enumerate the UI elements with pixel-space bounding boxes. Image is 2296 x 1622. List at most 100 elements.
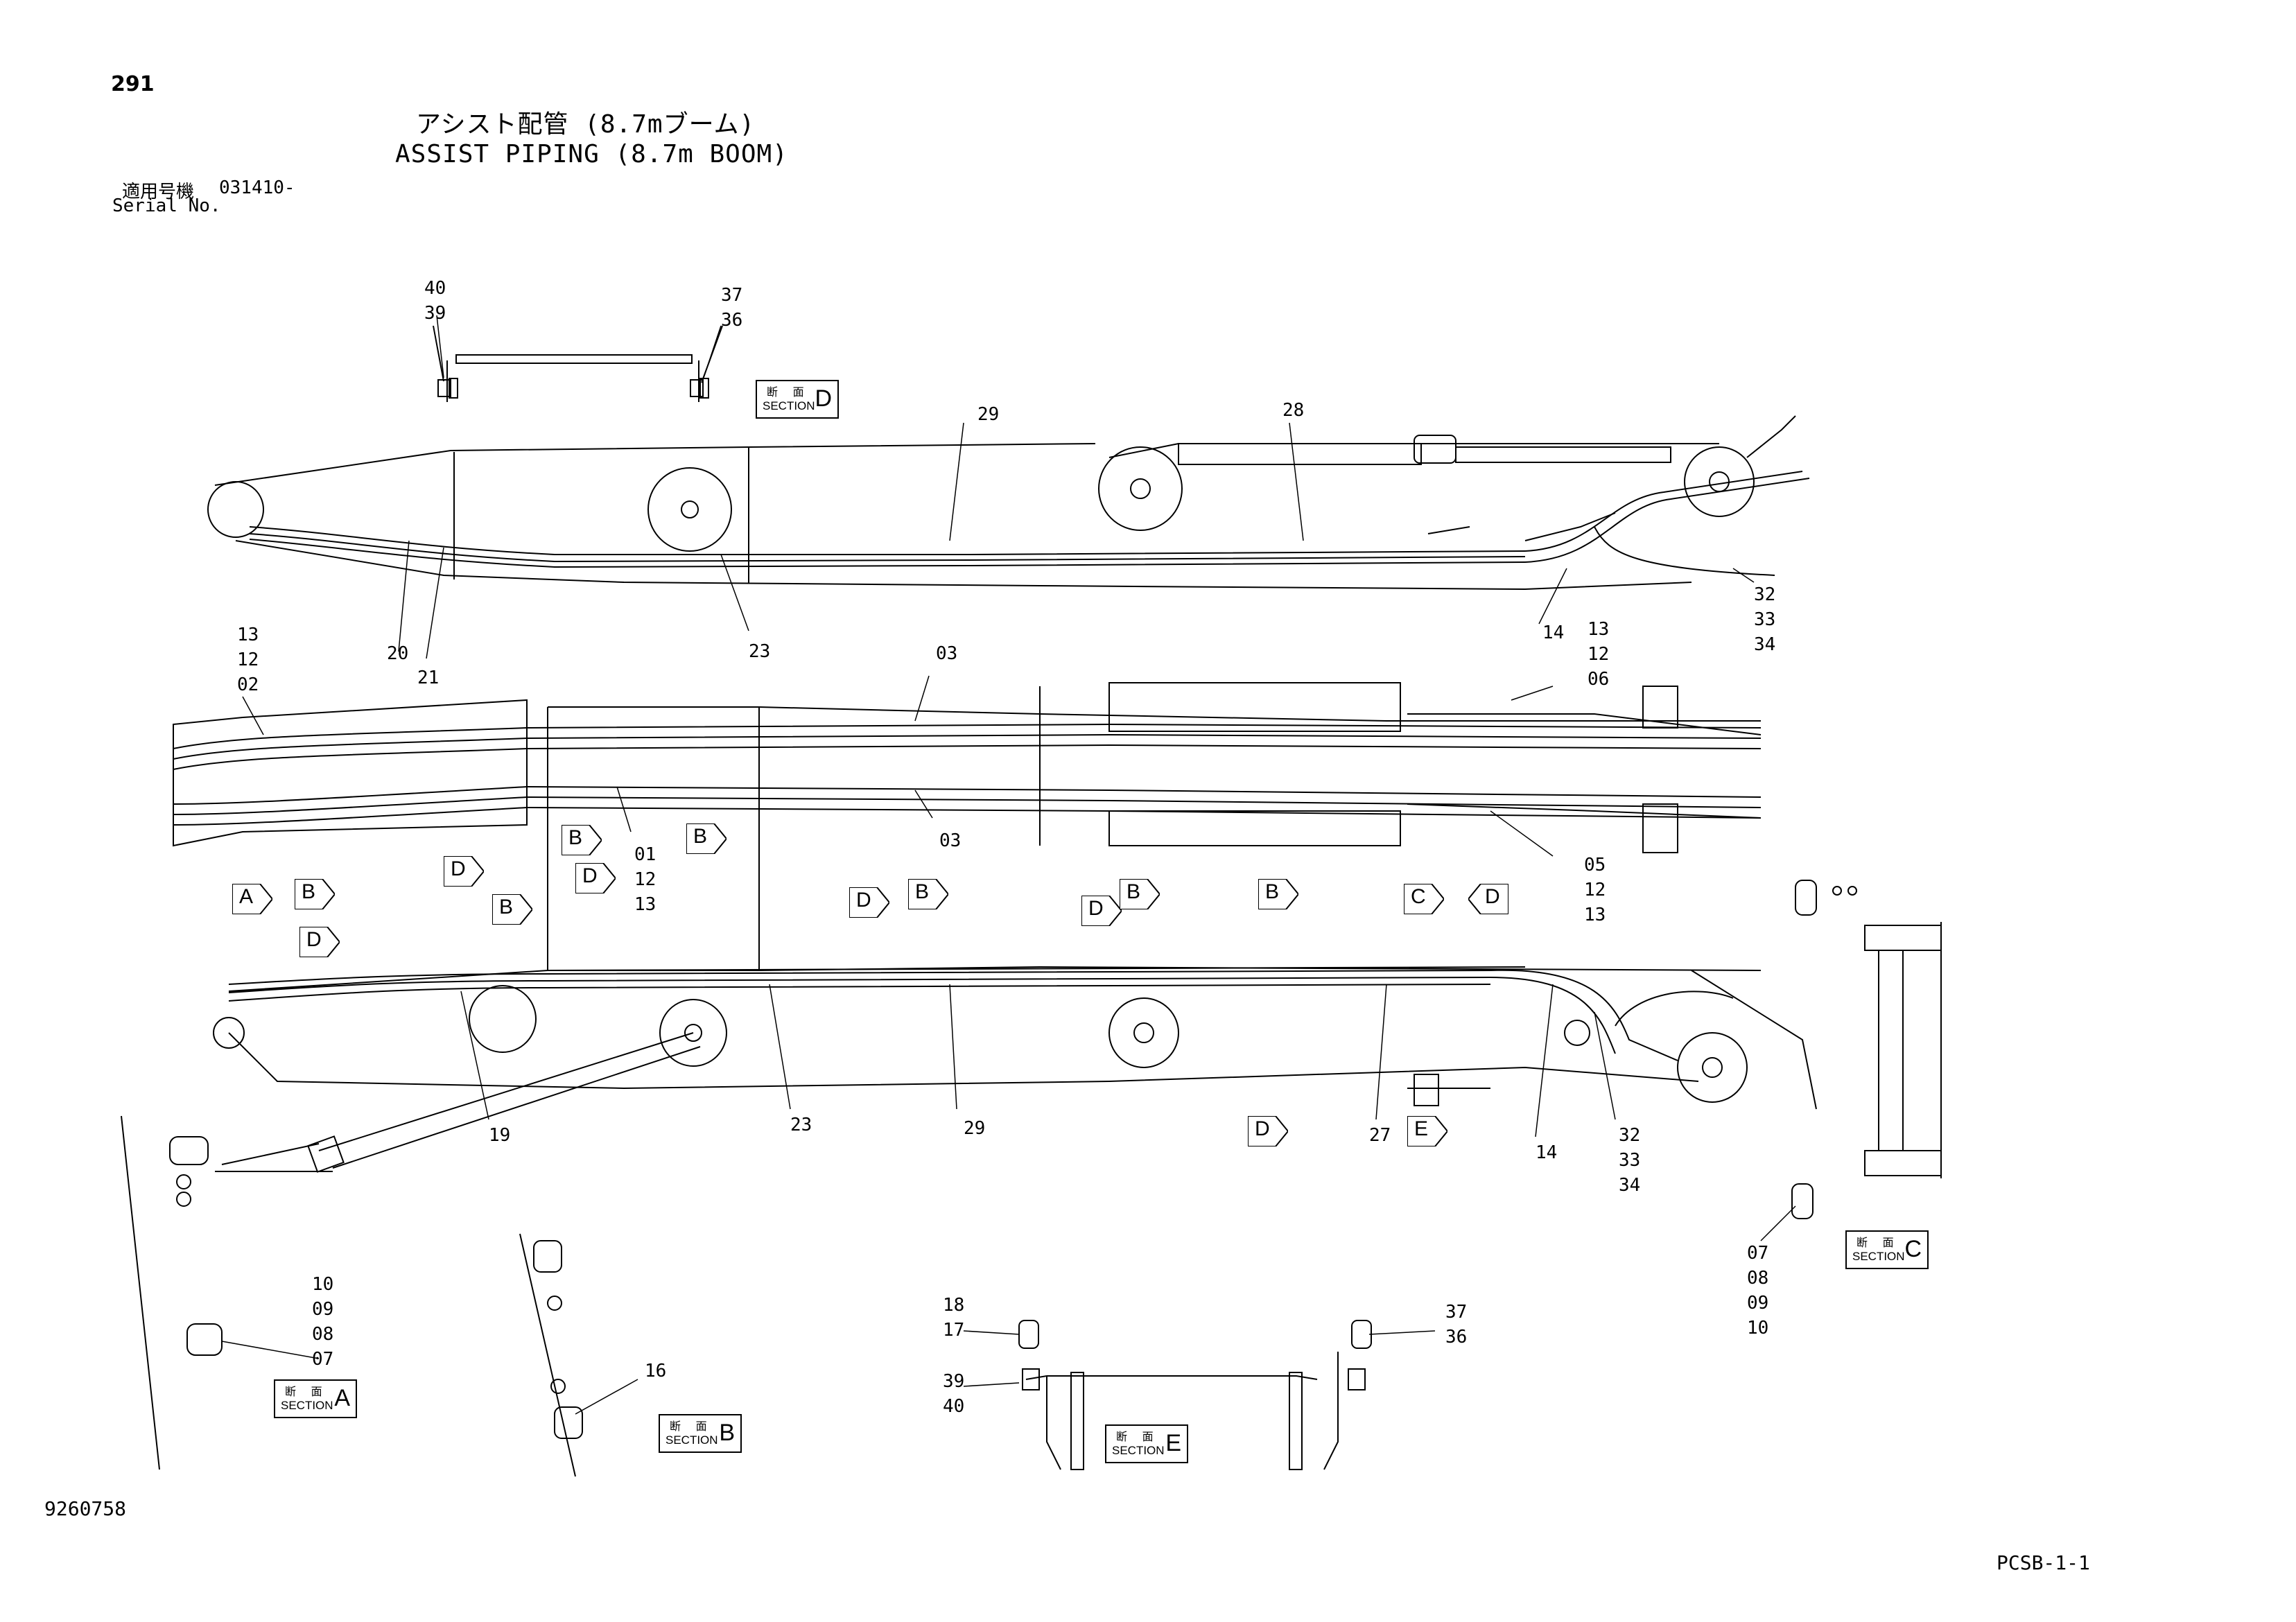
title-japanese: アシスト配管 (8.7mブーム) — [416, 110, 756, 139]
part-number: 13 — [1584, 905, 1606, 925]
part-number: 19 — [489, 1125, 511, 1146]
view-marker-arrow — [1120, 879, 1160, 909]
part-number: 39 — [943, 1371, 965, 1392]
view-marker-letter: D — [306, 928, 322, 951]
section-word-jp: 断 面 — [1856, 1236, 1898, 1249]
view-marker-letter: B — [915, 880, 930, 903]
part-number: 33 — [1754, 609, 1776, 630]
view-marker-arrow — [1468, 884, 1508, 914]
view-marker-d: D — [1468, 884, 1508, 914]
part-number: 14 — [1542, 622, 1565, 643]
boom-side-view-lower — [213, 966, 1817, 1173]
part-number: 17 — [943, 1320, 965, 1341]
part-number: 12 — [1588, 644, 1610, 665]
section-c-detail — [1791, 880, 1942, 1219]
view-marker-b: B — [686, 823, 727, 854]
section-word-en: SECTION — [666, 1433, 718, 1447]
section-letter: A — [334, 1385, 350, 1411]
part-callout: 29 — [964, 1116, 985, 1141]
section-letter: B — [719, 1420, 735, 1446]
view-marker-arrow — [232, 884, 272, 914]
view-marker-arrow — [562, 825, 602, 855]
view-marker-letter: D — [1088, 897, 1104, 920]
part-number: 13 — [634, 894, 656, 915]
part-callout: 03 — [939, 828, 961, 853]
part-callout: 14 — [1542, 620, 1564, 645]
view-marker-arrow — [849, 887, 889, 918]
view-marker-arrow — [299, 927, 340, 957]
section-e-label: 断 面 SECTION E — [1105, 1424, 1188, 1463]
view-marker-letter: C — [1411, 885, 1426, 908]
leader-lines — [221, 315, 1796, 1415]
view-marker-a: A — [232, 884, 272, 914]
view-marker-letter: E — [1414, 1117, 1429, 1140]
page-number: 291 — [111, 72, 155, 96]
part-callout: 13 12 06 — [1588, 617, 1609, 692]
section-b-label: 断 面 SECTION B — [659, 1414, 742, 1453]
part-callout: 16 — [645, 1359, 666, 1384]
boom-plan-view — [173, 682, 1762, 971]
view-marker-d: D — [444, 856, 484, 887]
section-a-label: 断 面 SECTION A — [274, 1379, 357, 1418]
part-number: 05 — [1584, 855, 1606, 875]
part-number: 12 — [237, 649, 259, 670]
document-number: 9260758 — [44, 1497, 127, 1520]
part-number: 01 — [634, 844, 656, 865]
part-callout: 23 — [790, 1113, 812, 1137]
section-word-jp: 断 面 — [670, 1420, 711, 1433]
view-marker-arrow — [908, 879, 948, 909]
part-number: 10 — [312, 1274, 334, 1295]
view-marker-b: B — [295, 879, 335, 909]
view-marker-letter: D — [582, 864, 598, 887]
part-number: 29 — [977, 404, 1000, 425]
section-b-detail — [519, 1233, 583, 1477]
part-callout: 28 — [1282, 398, 1304, 423]
section-word-en: SECTION — [763, 399, 815, 412]
part-number: 14 — [1536, 1142, 1558, 1163]
part-number: 09 — [1747, 1293, 1769, 1314]
section-word-jp: 断 面 — [285, 1385, 327, 1398]
part-number: 13 — [1588, 619, 1610, 640]
title-english: ASSIST PIPING (8.7m BOOM) — [395, 140, 788, 168]
part-number: 06 — [1588, 669, 1610, 690]
section-c-label: 断 面 SECTION C — [1845, 1230, 1929, 1269]
part-number: 10 — [1747, 1318, 1769, 1338]
view-marker-d: D — [299, 927, 340, 957]
view-marker-arrow — [492, 894, 532, 925]
view-marker-b: B — [562, 825, 602, 855]
part-number: 33 — [1619, 1150, 1641, 1171]
view-marker-b: B — [492, 894, 532, 925]
view-marker-letter: B — [568, 826, 583, 849]
view-marker-arrow — [444, 856, 484, 887]
part-number: 40 — [943, 1396, 965, 1417]
view-marker-letter: B — [302, 880, 316, 903]
part-callout: 14 — [1536, 1140, 1557, 1165]
part-callout: 27 — [1369, 1123, 1391, 1148]
part-callout: 29 — [977, 402, 999, 427]
view-marker-arrow — [295, 879, 335, 909]
part-callout: 21 — [417, 665, 439, 690]
part-number: 13 — [237, 625, 259, 645]
view-marker-arrow — [1404, 884, 1444, 914]
view-marker-arrow — [1081, 896, 1122, 926]
serial-label-english: Serial No. — [112, 195, 221, 216]
view-marker-arrow — [1248, 1116, 1288, 1146]
view-marker-d: D — [849, 887, 889, 918]
serial-label-japanese: 適用号機 — [122, 182, 195, 202]
part-number: 27 — [1369, 1125, 1391, 1146]
part-number: 39 — [424, 303, 446, 324]
section-e-detail — [1018, 1320, 1372, 1470]
part-number: 36 — [721, 310, 743, 331]
part-callout: 03 — [936, 641, 957, 666]
part-callout: 23 — [749, 639, 770, 664]
view-marker-b: B — [1258, 879, 1298, 909]
